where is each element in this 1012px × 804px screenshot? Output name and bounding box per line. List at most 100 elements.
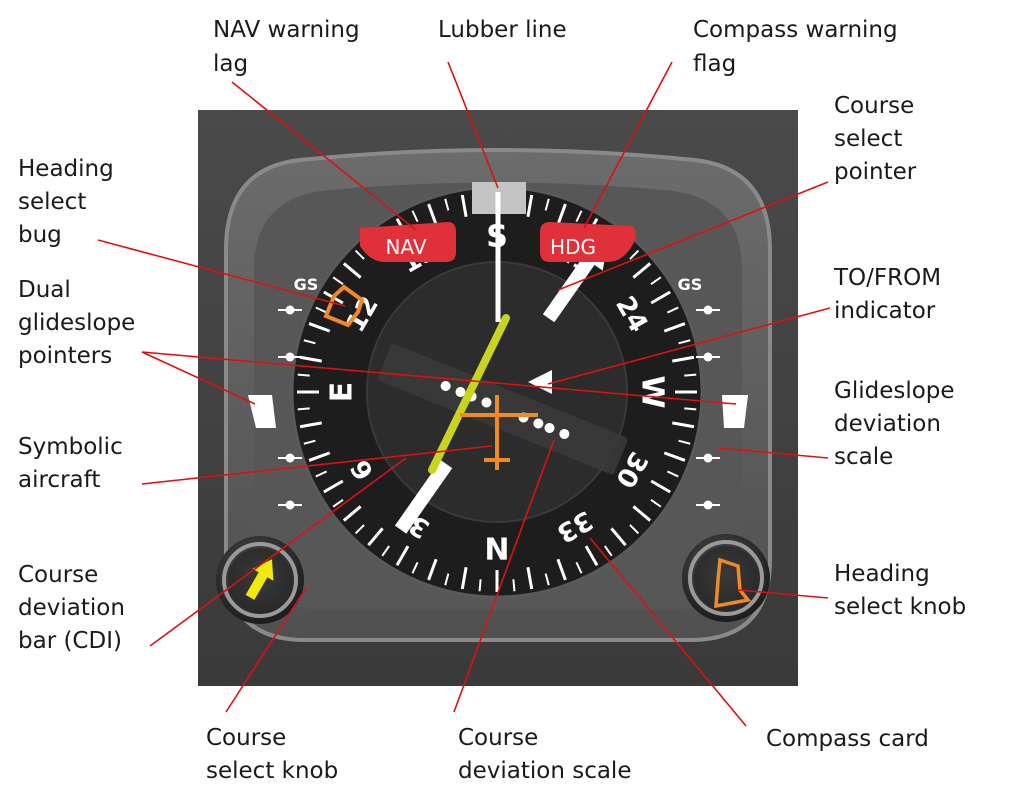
compass-tick (460, 567, 468, 590)
compass-tick (632, 505, 652, 522)
compass-tick (556, 558, 567, 581)
compass-tick (395, 545, 410, 566)
compass-tick (299, 421, 322, 429)
label-course-deviation-scale: Course deviation scale (458, 725, 631, 784)
compass-tick (297, 407, 310, 411)
compass-tick (684, 407, 697, 411)
label-glideslope-deviation-scale: Glideslope deviation scale (834, 378, 962, 470)
compass-tick (367, 527, 384, 547)
symbolic-aircraft (460, 395, 538, 470)
compass-tick (629, 249, 640, 260)
compass-tick (604, 545, 613, 557)
label-course-deviation-bar: Course deviation bar (CDI) (18, 562, 132, 654)
compass-tick (629, 524, 640, 535)
compass-tick (663, 322, 686, 333)
compass-tick (526, 194, 534, 217)
compass-tick (650, 479, 671, 494)
heading-select-bug (323, 284, 365, 328)
deviation-dot (481, 397, 492, 408)
compass-tick (678, 339, 691, 345)
label-compass-card: Compass card (766, 726, 929, 752)
deviation-dot (440, 381, 451, 392)
compass-tick (678, 439, 691, 445)
compass-tick (411, 210, 419, 223)
compass-tick (575, 210, 583, 223)
compass-tick (632, 262, 652, 279)
label-lubber-line: Lubber line (438, 17, 567, 43)
hdg-flag-text: HDG (550, 235, 596, 259)
compass-tick (354, 524, 365, 535)
label-nav-warning-flag: NAV warning lag (213, 17, 367, 77)
label-to-from-indicator: TO/FROM indicator (833, 265, 948, 324)
compass-tick (575, 561, 583, 574)
heading-select-knob[interactable] (682, 534, 770, 622)
compass-tick (427, 558, 438, 581)
compass-tick (323, 479, 344, 494)
label-compass-warning-flag: Compass warning flag (693, 17, 905, 77)
compass-tick (610, 527, 627, 547)
compass-tick (315, 470, 328, 478)
course-select-knob[interactable] (216, 536, 304, 624)
compass-tick (299, 355, 322, 363)
glideslope-pointer-right (722, 395, 748, 428)
deviation-dot (455, 387, 466, 398)
compass-tick (297, 373, 310, 377)
compass-tick (650, 276, 662, 285)
compass-tick (381, 545, 390, 557)
compass-tick (303, 339, 316, 345)
compass-tick (460, 194, 468, 217)
compass-tick (666, 306, 679, 314)
label-symbolic-aircraft: Symbolic aircraft (18, 434, 130, 493)
gs-left-label: GS (294, 275, 319, 294)
compass-tick (512, 579, 516, 592)
heading-knob-bug-icon (714, 557, 752, 609)
compass-tick (427, 203, 438, 226)
compass-tick (444, 198, 450, 211)
label-course-select-pointer: Course select pointer (834, 93, 922, 185)
deviation-dot (559, 428, 570, 439)
compass-tick (584, 545, 599, 566)
compass-tick (544, 198, 550, 211)
compass-tick (303, 439, 316, 445)
glideslope-deviation-scale-left (278, 305, 302, 510)
course-knob-arrow-icon (245, 559, 274, 600)
compass-tick (315, 306, 328, 314)
compass-warning-flag: HDG (540, 222, 636, 262)
course-deviation-bar (428, 314, 510, 474)
nav-warning-flag: NAV (360, 222, 456, 262)
compass-tick (478, 579, 482, 592)
compass-tick (672, 355, 695, 363)
compass-tick (342, 505, 362, 522)
compass-card-label: E (325, 382, 360, 403)
gs-right-label: GS (678, 275, 703, 294)
compass-tick (544, 573, 550, 586)
compass-tick (556, 203, 567, 226)
deviation-dot (533, 418, 544, 429)
compass-tick (672, 421, 695, 429)
leader-lines (97, 61, 831, 727)
compass-tick (666, 470, 679, 478)
glideslope-deviation-scale-right (696, 305, 720, 510)
compass-tick (444, 573, 450, 586)
compass-tick (342, 262, 362, 279)
label-heading-select-bug: Heading select bug (18, 156, 121, 248)
compass-tick (354, 249, 365, 260)
compass-tick (650, 499, 662, 508)
compass-tick (332, 276, 344, 285)
compass-tick (411, 561, 419, 574)
nav-flag-text: NAV (385, 235, 426, 259)
compass-tick (308, 322, 331, 333)
compass-tick (308, 451, 331, 462)
label-course-select-knob: Course select knob (206, 725, 338, 784)
compass-tick (332, 499, 344, 508)
compass-tick (650, 290, 671, 305)
compass-tick (684, 373, 697, 377)
label-dual-glideslope-pointers: Dual glideslope pointers (18, 277, 143, 369)
compass-card-label: W (635, 375, 670, 408)
compass-card-label: N (484, 530, 509, 565)
compass-tick (526, 567, 534, 590)
deviation-dot (544, 422, 555, 433)
label-heading-select-knob: Heading select knob (834, 561, 966, 620)
compass-tick (663, 451, 686, 462)
